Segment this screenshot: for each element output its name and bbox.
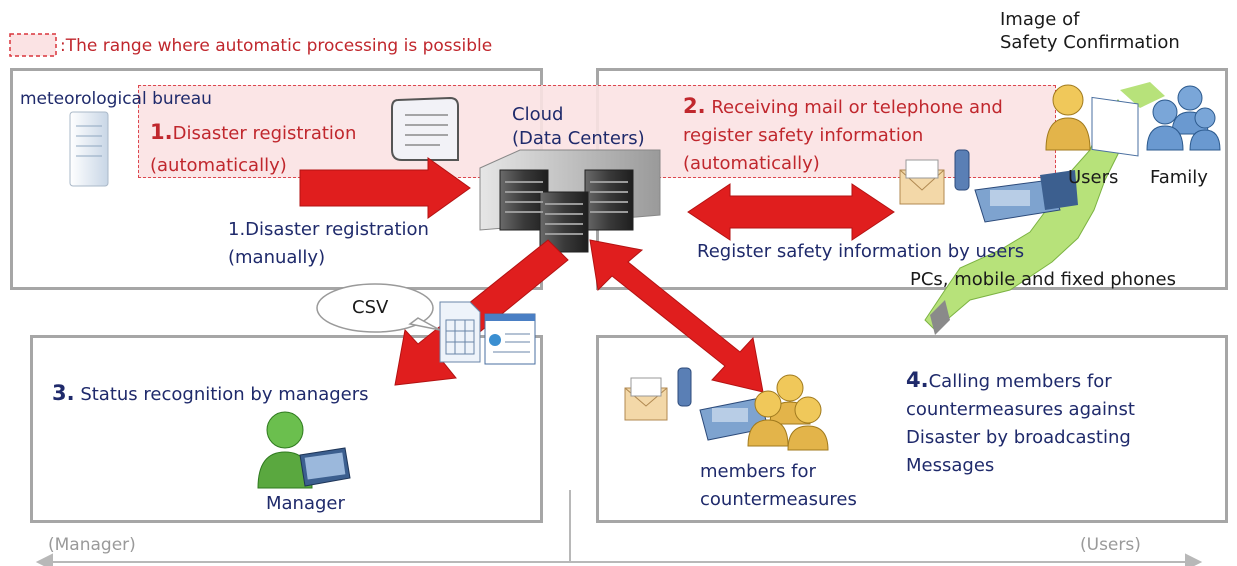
- meteorological-server-icon: [69, 111, 109, 187]
- step1-auto-label: 1.Disaster registration: [150, 120, 356, 146]
- family-icon: [1146, 85, 1221, 151]
- phones-icon: [954, 149, 1078, 223]
- image-caption-line1: Image of: [1000, 9, 1080, 30]
- arrow-to-manager: [394, 239, 569, 386]
- register-by-users-label: Register safety information by users: [697, 241, 1025, 262]
- step4-line2: countermeasures against: [906, 399, 1135, 420]
- arrow-registration: [299, 157, 471, 219]
- calling-members-box: [596, 335, 1228, 523]
- manual-registration-label: 1.Disaster registration (manually): [228, 218, 429, 270]
- axis-left-label: (Manager): [48, 535, 136, 555]
- image-caption: Image of Safety Confirmation: [1000, 8, 1180, 54]
- members-line2: countermeasures: [700, 489, 857, 510]
- image-caption-line2: Safety Confirmation: [1000, 32, 1180, 53]
- cloud-label: Cloud (Data Centers): [512, 103, 645, 151]
- step1-text: Disaster registration: [172, 123, 357, 144]
- bottom-axis: [35, 490, 1203, 566]
- spreadsheet-icon: [439, 301, 481, 363]
- manual-line1: 1.Disaster registration: [228, 219, 429, 240]
- users-icon: [1045, 84, 1091, 151]
- csv-label: CSV: [352, 297, 389, 318]
- cloud-line2: (Data Centers): [512, 128, 645, 149]
- manager-label: Manager: [266, 493, 345, 514]
- members-line1: members for: [700, 461, 816, 482]
- members-label: members for countermeasures: [700, 460, 857, 512]
- data-center-icon: [479, 149, 661, 253]
- met-box-title: meteorological bureau: [20, 89, 212, 109]
- step1-auto-sub: (automatically): [150, 155, 287, 176]
- cloud-line1: Cloud: [512, 104, 564, 125]
- devices-label: PCs, mobile and fixed phones: [910, 269, 1176, 290]
- step2-line2: register safety information: [683, 125, 924, 146]
- computer-screen-icon: [1091, 96, 1139, 157]
- arrow-users-double: [687, 183, 895, 241]
- manual-line2: (manually): [228, 247, 326, 268]
- step3-number: 3.: [52, 381, 75, 405]
- step1-number: 1.: [150, 120, 173, 144]
- step2-line1: Receiving mail or telephone and: [711, 97, 1003, 118]
- legend-text: :The range where automatic processing is…: [60, 36, 493, 56]
- manager-icon: [257, 411, 351, 489]
- scroll-document-icon: [391, 96, 459, 161]
- step2-sub: (automatically): [683, 153, 820, 174]
- legend-marker-icon: [9, 33, 57, 57]
- status-recognition-label: 3. Status recognition by managers: [52, 381, 369, 407]
- users-label: Users: [1068, 167, 1119, 188]
- step4-number: 4.: [906, 368, 929, 392]
- step4-line1: Calling members for: [928, 371, 1112, 392]
- members-envelope-icon: [624, 377, 668, 421]
- step3-text: Status recognition by managers: [80, 384, 369, 405]
- step4-line3: Disaster by broadcasting: [906, 427, 1131, 448]
- family-label: Family: [1150, 167, 1208, 188]
- csv-bubble: [316, 283, 434, 333]
- axis-right-label: (Users): [1080, 535, 1141, 555]
- envelope-icon: [899, 159, 945, 205]
- browser-window-icon: [484, 313, 536, 365]
- step4-line4: Messages: [906, 455, 995, 476]
- step2-number: 2.: [683, 94, 706, 118]
- members-group-icon: [747, 374, 829, 451]
- calling-members-label: 4.Calling members for countermeasures ag…: [906, 368, 1135, 478]
- step2-auto-label: 2. Receiving mail or telephone and regis…: [683, 94, 1003, 176]
